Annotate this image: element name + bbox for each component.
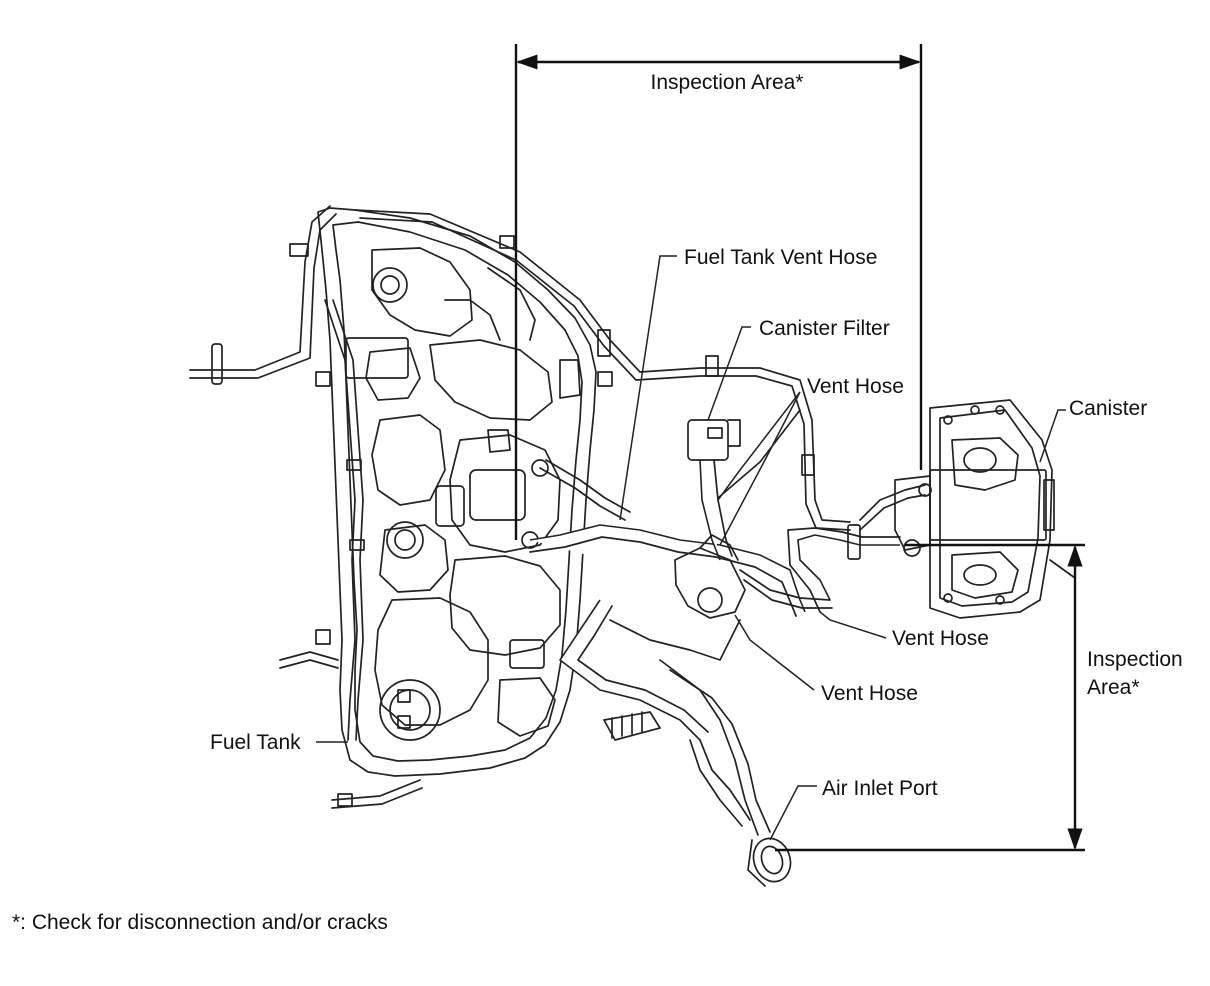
label-fuel-tank-vent-hose: Fuel Tank Vent Hose (684, 246, 877, 269)
label-fuel-tank: Fuel Tank (210, 731, 301, 754)
label-inspection-area-right-line1: Inspection (1087, 648, 1183, 671)
label-vent-hose-2: Vent Hose (892, 627, 989, 650)
canister-illustration (894, 399, 1076, 619)
label-vent-hose-3: Vent Hose (821, 682, 918, 705)
label-canister: Canister (1069, 397, 1147, 420)
inspection-area-top-dimension (514, 44, 923, 540)
label-inspection-area-top: Inspection Area* (651, 71, 804, 94)
label-vent-hose-1: Vent Hose (807, 375, 904, 398)
inspection-area-right-dimension (775, 543, 1085, 852)
label-inspection-area-right-line2: Area* (1087, 676, 1140, 699)
label-canister-filter: Canister Filter (759, 317, 890, 340)
footnote: *: Check for disconnection and/or cracks (12, 911, 388, 934)
label-air-inlet-port: Air Inlet Port (822, 777, 938, 800)
leader-lines (316, 255, 1066, 841)
fuel-system-diagram: Inspection Area* Inspection Area* Fuel T… (189, 44, 1183, 887)
air-inlet-port-illustration (747, 837, 792, 887)
fuel-lines (189, 205, 926, 887)
fuel-tank-illustration (315, 207, 613, 777)
